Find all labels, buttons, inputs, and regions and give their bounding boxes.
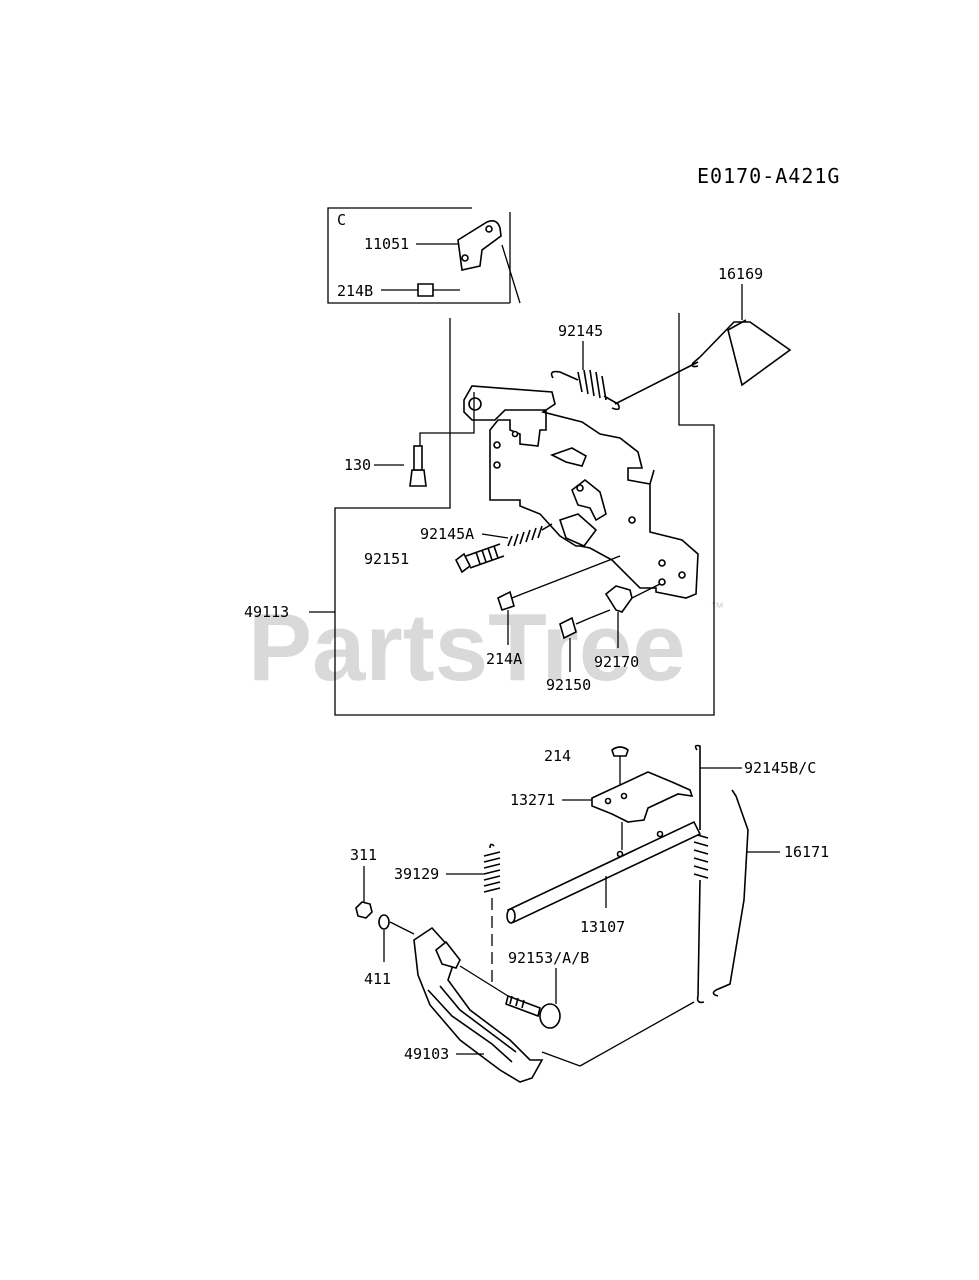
label-16169[interactable]: 16169 bbox=[718, 265, 763, 283]
link-16169-part[interactable] bbox=[614, 284, 792, 405]
shaft-13107-part[interactable] bbox=[506, 820, 702, 924]
bolt-214a-part[interactable] bbox=[497, 555, 621, 645]
plate-hole bbox=[493, 441, 501, 449]
label-39129[interactable]: 39129 bbox=[394, 865, 439, 883]
bracket-hole bbox=[461, 254, 469, 262]
label-92150[interactable]: 92150 bbox=[546, 676, 591, 694]
plate-hole bbox=[620, 792, 628, 800]
washer-411-part[interactable] bbox=[378, 914, 415, 962]
shaft-hole bbox=[656, 830, 664, 838]
plate-hole bbox=[628, 516, 636, 524]
screw-214b-part[interactable] bbox=[417, 283, 434, 297]
plate-slot bbox=[468, 397, 482, 411]
shaft-hole bbox=[616, 850, 624, 858]
plate-hole bbox=[511, 430, 519, 438]
label-16171[interactable]: 16171 bbox=[784, 843, 829, 861]
label-214[interactable]: 214 bbox=[544, 747, 571, 765]
plate-13271-part[interactable] bbox=[562, 771, 694, 850]
lever-49103-part[interactable] bbox=[413, 926, 695, 1083]
label-13271[interactable]: 13271 bbox=[510, 791, 555, 809]
label-214b[interactable]: 214B bbox=[337, 282, 373, 300]
label-92145bc[interactable]: 92145B/C bbox=[744, 759, 816, 777]
stud-92151-part[interactable] bbox=[454, 543, 505, 574]
label-11051[interactable]: 11051 bbox=[364, 235, 409, 253]
lever-tab bbox=[435, 940, 461, 969]
spring-92145a-part[interactable] bbox=[481, 523, 553, 547]
label-92145a[interactable]: 92145A bbox=[420, 525, 474, 543]
plate-hole bbox=[658, 578, 666, 586]
governor-plate-part[interactable] bbox=[463, 385, 699, 599]
spring-92145-part[interactable] bbox=[550, 341, 620, 411]
label-411[interactable]: 411 bbox=[364, 970, 391, 988]
lever-arm bbox=[549, 447, 588, 467]
label-49103[interactable]: 49103 bbox=[404, 1045, 449, 1063]
watermark-trademark: ™ bbox=[710, 599, 724, 615]
plate-hole bbox=[658, 559, 666, 567]
label-92153ab[interactable]: 92153/A/B bbox=[508, 949, 589, 967]
label-92151[interactable]: 92151 bbox=[364, 550, 409, 568]
nut-311-part[interactable] bbox=[355, 866, 373, 919]
bracket-hole bbox=[485, 225, 493, 233]
plate-hole bbox=[678, 571, 686, 579]
bolt-92153-part[interactable] bbox=[459, 965, 561, 1029]
shaft-end bbox=[506, 908, 516, 924]
diagram-code: E0170-A421G bbox=[697, 164, 840, 188]
pivot bbox=[576, 484, 584, 492]
bolt-130-part[interactable] bbox=[374, 392, 475, 487]
plate-hole bbox=[604, 797, 612, 805]
lever-arm bbox=[558, 513, 598, 547]
part-labels: 11051 214B 16169 92145 130 92145A 92151 … bbox=[244, 235, 829, 1063]
spring-39129-part[interactable] bbox=[446, 843, 501, 988]
clip-92170-part[interactable] bbox=[604, 583, 661, 648]
label-13107[interactable]: 13107 bbox=[580, 918, 625, 936]
inset-box-c[interactable]: C bbox=[327, 207, 521, 304]
inset-box-label: C bbox=[337, 211, 346, 229]
label-311[interactable]: 311 bbox=[350, 846, 377, 864]
rod-16171-part[interactable] bbox=[712, 789, 780, 997]
label-214a[interactable]: 214A bbox=[486, 650, 522, 668]
bracket-11051-part[interactable] bbox=[457, 220, 502, 271]
label-92170[interactable]: 92170 bbox=[594, 653, 639, 671]
label-49113[interactable]: 49113 bbox=[244, 603, 289, 621]
spring-92145bc-part[interactable] bbox=[693, 744, 742, 1004]
plate-hole bbox=[493, 461, 501, 469]
label-92145[interactable]: 92145 bbox=[558, 322, 603, 340]
assembly-frame-49113 bbox=[309, 313, 715, 716]
bolt-92150-part[interactable] bbox=[559, 609, 611, 672]
label-130[interactable]: 130 bbox=[344, 456, 371, 474]
